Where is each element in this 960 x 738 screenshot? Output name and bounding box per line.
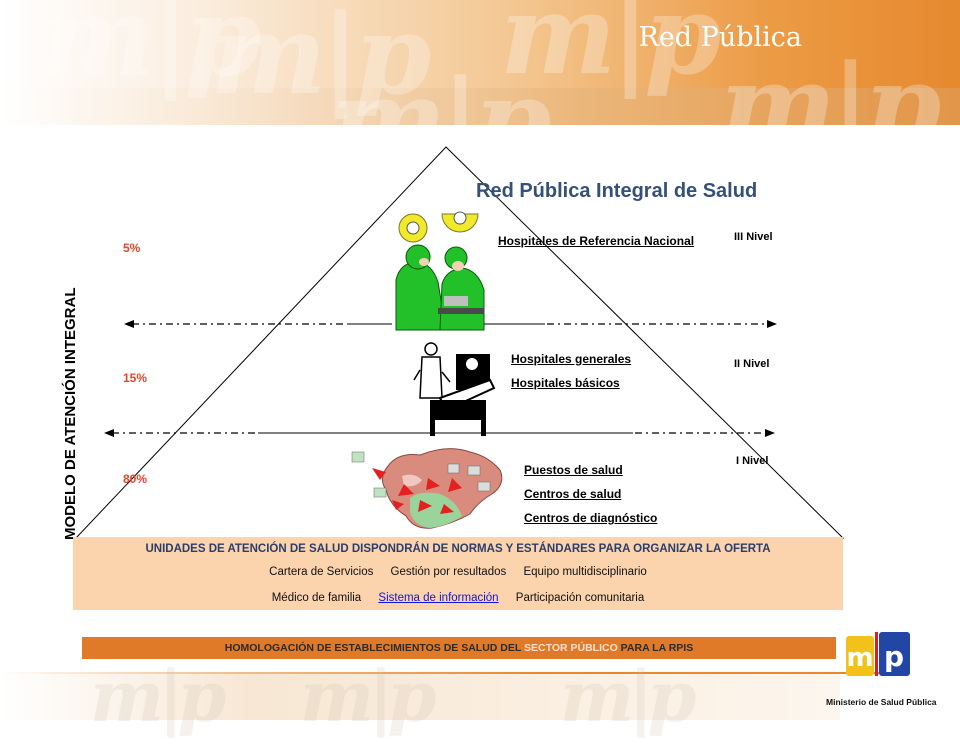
percent-level-3: 5% — [123, 241, 141, 255]
ecuador-map-illustration — [351, 448, 503, 529]
logo-letter-m: m — [846, 643, 873, 673]
norm-equipo-multidisciplinario: Equipo multidisciplinario — [523, 566, 647, 578]
vertical-axis-label: MODELO DE ATENCIÓN INTEGRAL — [62, 287, 79, 541]
watermark-pattern: m|p — [500, 0, 721, 99]
sistema-informacion-link[interactable]: Sistema de información — [378, 592, 499, 604]
homologation-suffix: PARA LA RPIS — [617, 642, 694, 654]
percent-level-2: 15% — [123, 371, 148, 385]
msp-logo: m p — [846, 632, 910, 676]
arrow-left-lower — [104, 429, 256, 437]
facility-hospitales-generales[interactable]: Hospitales generales — [511, 352, 632, 366]
norm-cartera-servicios: Cartera de Servicios — [269, 566, 374, 578]
watermark-pattern: m|p — [330, 55, 551, 125]
facility-hospitales-basicos[interactable]: Hospitales básicos — [511, 376, 620, 390]
watermark-pattern: m|p — [720, 40, 941, 125]
norms-box: UNIDADES DE ATENCIÓN DE SALUD DISPONDRÁN… — [73, 537, 843, 610]
homologation-highlight: SECTOR PÚBLICO — [524, 642, 618, 654]
arrow-right-upper — [547, 320, 777, 328]
footer-band — [0, 672, 840, 720]
watermark-pattern: m|p — [210, 0, 431, 119]
norm-gestion-resultados: Gestión por resultados — [390, 566, 507, 578]
logo-caption: Ministerio de Salud Pública — [826, 697, 937, 707]
slide-title: Red Pública — [638, 22, 802, 53]
surgeons-illustration — [392, 211, 485, 331]
percent-level-1: 80% — [123, 472, 148, 486]
arrow-right-lower — [635, 429, 775, 437]
norms-row-2: Médico de familia Sistema de información… — [73, 592, 843, 604]
norm-medico-familia: Médico de familia — [271, 592, 362, 604]
facility-centros-de-salud[interactable]: Centros de salud — [524, 487, 622, 501]
pyramid-diagram — [74, 146, 845, 539]
nivel-label-1: I Nivel — [736, 455, 769, 467]
norms-heading: UNIDADES DE ATENCIÓN DE SALUD DISPONDRÁN… — [145, 543, 771, 555]
nivel-label-2: II Nivel — [734, 358, 770, 370]
logo-letter-p: p — [884, 640, 904, 673]
homologation-bar: HOMOLOGACIÓN DE ESTABLECIMIENTOS DE SALU… — [82, 637, 836, 659]
watermark-pattern: m|p — [40, 0, 261, 101]
facility-referencia-nacional[interactable]: Hospitales de Referencia Nacional — [498, 234, 695, 248]
arrow-left-upper — [124, 320, 345, 328]
banner-lower-band — [0, 88, 960, 125]
facility-centros-de-diagnostico[interactable]: Centros de diagnóstico — [524, 511, 658, 525]
facility-puestos-de-salud[interactable]: Puestos de salud — [524, 463, 623, 477]
norm-participacion-comunitaria: Participación comunitaria — [515, 592, 645, 604]
header-banner: m|p m|p m|p m|p m|p Red Pública — [0, 0, 960, 125]
norms-row-1: Cartera de Servicios Gestión por resulta… — [73, 566, 843, 578]
pyramid-title: Red Pública Integral de Salud — [476, 180, 758, 202]
nivel-label-3: III Nivel — [734, 231, 773, 243]
homologation-prefix: HOMOLOGACIÓN DE ESTABLECIMIENTOS DE SALU… — [224, 642, 525, 654]
footer-line — [0, 672, 900, 674]
hospital-bed-illustration — [413, 342, 496, 436]
